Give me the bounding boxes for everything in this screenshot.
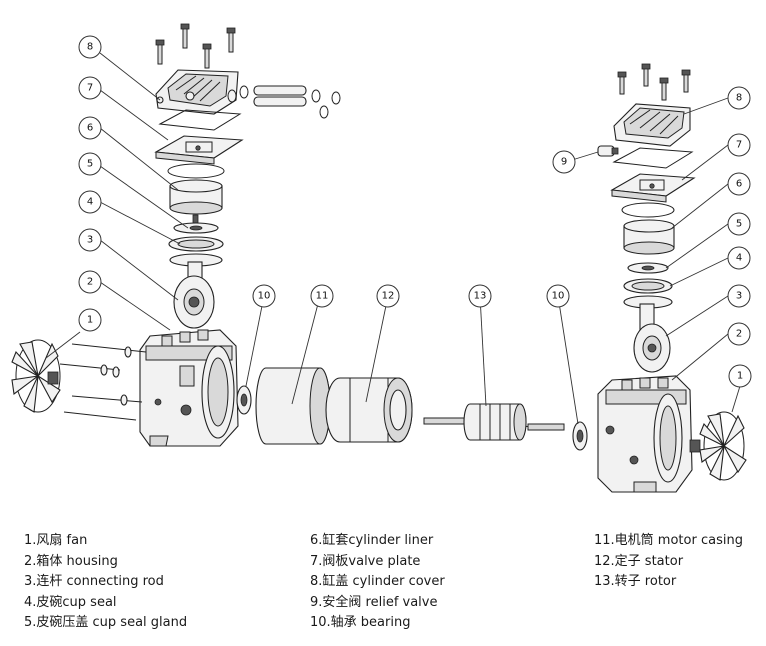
callout-left-4: 4 <box>78 190 102 214</box>
legend-item: 10.轴承 bearing <box>310 615 411 631</box>
stator <box>325 377 413 443</box>
svg-text:11: 11 <box>316 291 329 302</box>
left-valve-plate <box>154 135 244 165</box>
svg-text:6: 6 <box>736 179 742 190</box>
callout-middle-13: 13 <box>468 284 492 308</box>
callout-middle-10b: 10 <box>546 284 570 308</box>
callout-left-7: 7 <box>78 76 102 100</box>
svg-text:4: 4 <box>736 253 742 264</box>
middle-assembly <box>236 367 588 451</box>
svg-text:3: 3 <box>736 291 742 302</box>
svg-text:13: 13 <box>474 291 487 302</box>
svg-text:2: 2 <box>736 329 742 340</box>
legend-column-3: 11.电机筒 motor casing 12.定子 stator 13.转子 r… <box>594 531 743 593</box>
callout-left-2: 2 <box>78 270 102 294</box>
right-cylinder-liner <box>623 219 675 255</box>
callout-left-6: 6 <box>78 116 102 140</box>
left-cup-seal <box>168 236 224 252</box>
legend-item: 2.箱体 housing <box>24 553 118 569</box>
callout-right-7: 7 <box>727 133 751 157</box>
svg-text:7: 7 <box>736 140 742 151</box>
callout-right-1: 1 <box>728 364 752 388</box>
callout-left-3: 3 <box>78 228 102 252</box>
bearing-right <box>572 421 588 451</box>
callout-right-6: 6 <box>727 172 751 196</box>
left-gasket-upper <box>158 109 242 131</box>
legend-item: 6.缸套cylinder liner <box>310 533 434 548</box>
legend-item: 8.缸盖 cylinder cover <box>310 574 445 590</box>
legend-item: 12.定子 stator <box>594 553 684 569</box>
svg-text:6: 6 <box>87 123 93 134</box>
svg-text:9: 9 <box>561 157 567 168</box>
right-cover-bolts <box>617 63 691 101</box>
callout-left-8: 8 <box>78 35 102 59</box>
callout-left-1: 1 <box>78 308 102 332</box>
right-relief-valve <box>597 145 619 157</box>
leader-lines <box>45 52 741 425</box>
callout-right-3: 3 <box>727 284 751 308</box>
right-housing <box>597 375 693 493</box>
svg-text:4: 4 <box>87 197 93 208</box>
bearing-left <box>236 385 252 415</box>
svg-text:2: 2 <box>87 277 93 288</box>
left-o-ring <box>167 163 225 179</box>
svg-text:8: 8 <box>736 93 742 104</box>
left-cup-seal-gland <box>173 222 219 234</box>
callout-right-8: 8 <box>727 86 751 110</box>
callout-right-4: 4 <box>727 246 751 270</box>
callout-middle-11: 11 <box>310 284 334 308</box>
motor-casing <box>255 367 331 445</box>
left-side-tubes <box>227 85 341 119</box>
left-assembly <box>11 23 341 447</box>
svg-text:1: 1 <box>737 371 743 382</box>
svg-text:5: 5 <box>87 159 93 170</box>
legend-item: 7.阀板valve plate <box>310 553 421 569</box>
left-tie-rods <box>59 343 147 421</box>
svg-text:3: 3 <box>87 235 93 246</box>
callouts-left: 8 7 6 5 4 3 2 1 <box>78 35 102 332</box>
legend-column-1: 1.风扇 fan 2.箱体 housing 3.连杆 connecting ro… <box>24 531 187 634</box>
svg-text:1: 1 <box>87 315 93 326</box>
legend-item: 1.风扇 fan <box>24 533 88 548</box>
legend-item: 13.转子 rotor <box>594 574 677 590</box>
left-cylinder-cover <box>155 69 239 115</box>
svg-text:10: 10 <box>552 291 565 302</box>
svg-text:8: 8 <box>87 42 93 53</box>
legend-item: 4.皮碗cup seal <box>24 594 117 610</box>
right-cylinder-cover <box>613 103 691 147</box>
legend-item: 11.电机筒 motor casing <box>594 533 743 548</box>
legend-item: 5.皮碗压盖 cup seal gland <box>24 615 188 631</box>
legend-column-2: 6.缸套cylinder liner 7.阀板valve plate 8.缸盖 … <box>310 531 445 634</box>
right-fan <box>689 411 747 481</box>
right-gasket-upper <box>612 147 694 169</box>
callout-right-5: 5 <box>727 212 751 236</box>
left-housing <box>139 329 239 447</box>
left-connecting-rod <box>169 253 223 329</box>
svg-text:12: 12 <box>382 291 395 302</box>
parts-legend: 1.风扇 fan 2.箱体 housing 3.连杆 connecting ro… <box>24 531 754 641</box>
right-connecting-rod <box>623 295 673 373</box>
legend-item: 3.连杆 connecting rod <box>24 574 164 590</box>
callouts-right: 9 8 7 6 5 4 3 2 1 <box>552 86 752 388</box>
callout-right-2: 2 <box>727 322 751 346</box>
left-fan <box>11 339 61 413</box>
right-cup-seal <box>623 278 673 294</box>
exploded-view-diagram: 8 7 6 5 4 3 2 1 10 11 12 13 10 9 8 7 6 5… <box>11 23 752 493</box>
right-assembly <box>597 63 747 493</box>
legend-item: 9.安全阀 relief valve <box>310 594 438 610</box>
callout-middle-12: 12 <box>376 284 400 308</box>
right-o-ring <box>621 202 675 218</box>
callout-left-5: 5 <box>78 152 102 176</box>
svg-text:10: 10 <box>258 291 271 302</box>
callouts-middle: 10 11 12 13 10 <box>252 284 570 308</box>
rotor <box>423 403 565 441</box>
left-cylinder-liner <box>169 179 223 215</box>
callout-right-9: 9 <box>552 150 576 174</box>
callout-middle-10a: 10 <box>252 284 276 308</box>
right-cup-seal-gland <box>627 262 669 274</box>
right-valve-plate <box>610 173 696 203</box>
left-cover-bolts <box>155 23 236 69</box>
svg-text:7: 7 <box>87 83 93 94</box>
svg-text:5: 5 <box>736 219 742 230</box>
